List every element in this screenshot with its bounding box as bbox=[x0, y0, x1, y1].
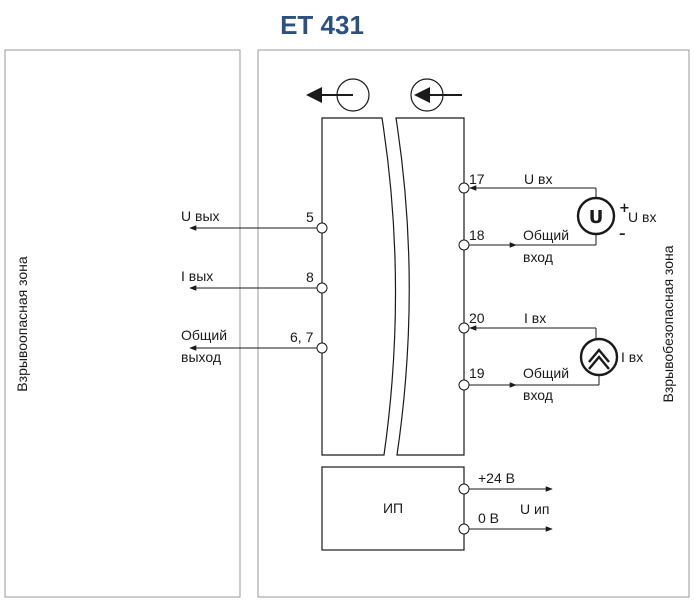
terminal-19 bbox=[458, 375, 600, 391]
terminal-5-number: 5 bbox=[306, 209, 314, 225]
safe-zone-label: Взрывобезопасная зона bbox=[660, 245, 676, 402]
terminal-8 bbox=[189, 282, 328, 294]
power-plus-terminal bbox=[458, 483, 553, 495]
current-source-label: I вх bbox=[621, 349, 643, 365]
common-in-1-line2: вход bbox=[523, 249, 553, 265]
terminal-5 bbox=[189, 222, 328, 234]
terminal-18 bbox=[458, 234, 597, 251]
terminal-17-number: 17 bbox=[469, 171, 485, 187]
power-zero-terminal bbox=[458, 523, 553, 535]
output-module-block bbox=[321, 117, 397, 456]
voltage-source-symbol: U bbox=[589, 207, 604, 228]
power-supply-block bbox=[321, 466, 465, 551]
arrow-into-circle-icon bbox=[410, 78, 462, 112]
terminal-20-number: 20 bbox=[469, 310, 485, 326]
power-supply-label: ИП bbox=[383, 500, 403, 516]
hazardous-zone-box bbox=[4, 49, 241, 598]
voltage-source-label: U вх bbox=[628, 209, 656, 225]
terminal-6-7-number: 6, 7 bbox=[290, 329, 314, 345]
power-zero-label: 0 В bbox=[478, 510, 499, 526]
common-out-label-line1: Общий bbox=[181, 327, 227, 343]
diagram-title: ET 431 bbox=[280, 10, 364, 40]
i-in-label: I вх bbox=[524, 310, 546, 326]
voltage-source-plus: + bbox=[619, 201, 630, 216]
input-module-block bbox=[395, 117, 465, 456]
u-out-label: U вых bbox=[181, 208, 220, 224]
common-out-label-line2: выход bbox=[181, 349, 221, 365]
terminal-20 bbox=[458, 322, 597, 340]
u-in-label: U вх bbox=[524, 171, 552, 187]
power-supply-voltage-label: U ип bbox=[520, 501, 549, 517]
current-source-icon bbox=[579, 337, 619, 377]
common-in-2-line1: Общий bbox=[523, 365, 569, 381]
terminal-17 bbox=[458, 182, 597, 198]
safe-zone-box bbox=[257, 49, 690, 598]
terminal-18-number: 18 bbox=[469, 227, 485, 243]
terminal-6-7 bbox=[189, 342, 328, 354]
common-in-1-line1: Общий bbox=[523, 227, 569, 243]
power-plus-label: +24 В bbox=[478, 470, 515, 486]
common-in-2-line2: вход bbox=[523, 387, 553, 403]
terminal-8-number: 8 bbox=[306, 269, 314, 285]
terminal-19-number: 19 bbox=[469, 365, 485, 381]
voltage-source-minus: – bbox=[619, 227, 626, 242]
hazardous-zone-label: Взрывоопасная зона bbox=[14, 256, 30, 392]
arrow-left-circle-icon bbox=[306, 78, 370, 112]
i-out-label: I вых bbox=[181, 268, 213, 284]
